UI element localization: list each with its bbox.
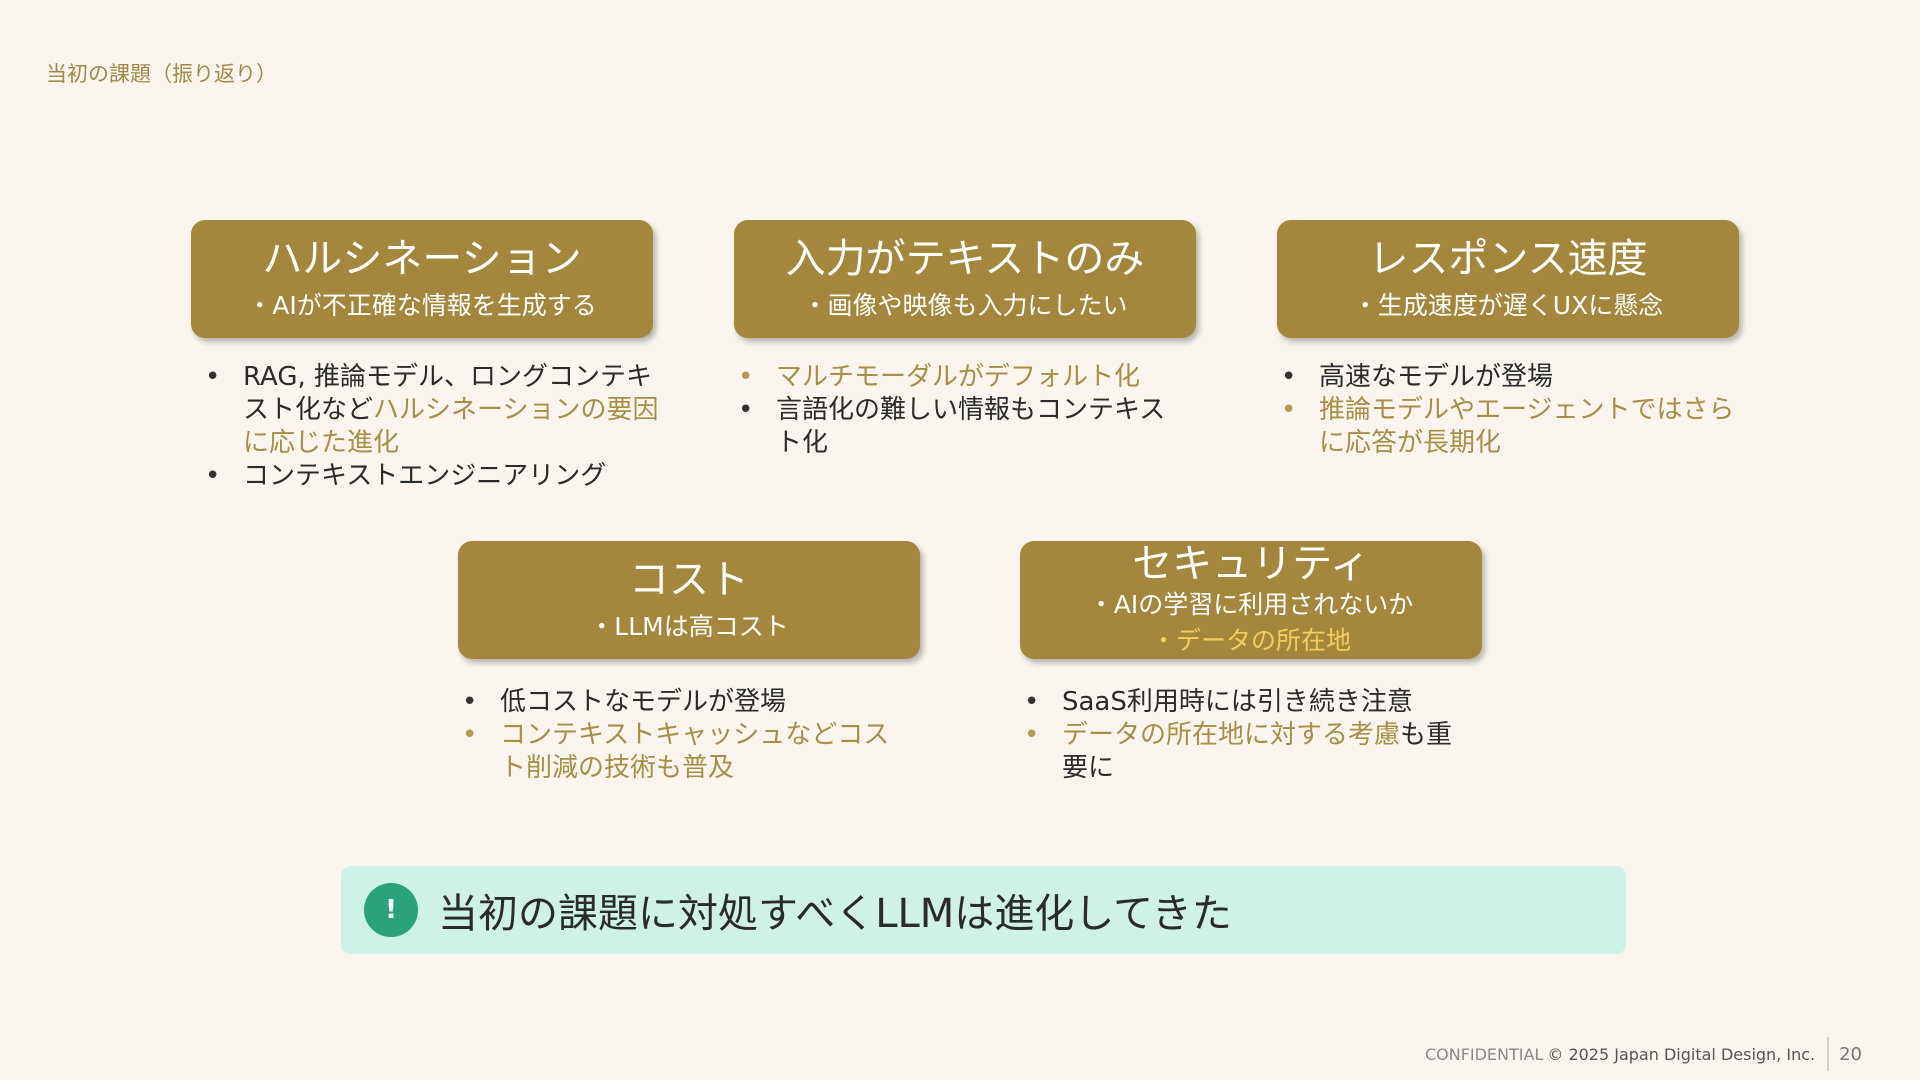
card-title: ハルシネーション [262,236,582,282]
footer: CONFIDENTIAL © 2025 Japan Digital Design… [1425,1034,1862,1074]
list-item: 低コストなモデルが登場 [462,686,902,719]
card-subtitle: ・AIの学習に利用されないか [1088,590,1414,619]
bullet-text-highlight: コンテキストキャッシュなどコスト削減の技術も普及 [500,720,890,783]
card-title: コスト [629,557,749,603]
list-item: 推論モデルやエージェントではさらに応答が長期化 [1281,394,1741,460]
bullet-list-response-speed: 高速なモデルが登場 推論モデルやエージェントではさらに応答が長期化 [1281,361,1741,460]
card-hallucination: ハルシネーション ・AIが不正確な情報を生成する [191,220,653,338]
card-text-only-input: 入力がテキストのみ ・画像や映像も入力にしたい [734,220,1196,338]
card-subtitle-highlight: ・データの所在地 [1150,626,1351,655]
bullet-list-text-only-input: マルチモーダルがデフォルト化 言語化の難しい情報もコンテキスト化 [738,361,1178,460]
bullet-text: 低コストなモデルが登場 [500,687,787,717]
card-security: セキュリティ ・AIの学習に利用されないか ・データの所在地 [1020,541,1482,659]
bullet-text: も重要に [1062,720,1453,783]
card-cost: コスト ・LLMは高コスト [458,541,920,659]
list-item: データの所在地に対する考慮も重要に [1024,719,1464,785]
list-item: 高速なモデルが登場 [1281,361,1741,394]
exclamation-icon: ! [364,883,418,937]
callout-text: 当初の課題に対処すべくLLMは進化してきた [438,891,1232,937]
card-title: セキュリティ [1132,541,1370,587]
list-item: マルチモーダルがデフォルト化 [738,361,1178,394]
bullet-text: コンテキストエンジニアリング [243,461,607,491]
list-item: RAG, 推論モデル、ロングコンテキスト化などハルシネーションの要因に応じた進化 [205,361,665,460]
bullet-text-highlight: ハルシネーションの要因に応じた進化 [243,395,659,458]
card-response-speed: レスポンス速度 ・生成速度が遅くUXに懸念 [1277,220,1739,338]
bullet-text-highlight: データの所在地に対する考慮 [1062,720,1401,750]
list-item: コンテキストエンジニアリング [205,460,665,493]
bullet-text-highlight: 推論モデルやエージェントではさらに応答が長期化 [1319,395,1735,458]
confidential-label: CONFIDENTIAL [1424,1044,1544,1064]
bullet-text: 高速なモデルが登場 [1319,362,1554,392]
bullet-text: 言語化の難しい情報もコンテキスト化 [776,395,1166,458]
card-subtitle: ・生成速度が遅くUXに懸念 [1352,291,1664,320]
page-number: 20 [1839,1043,1862,1065]
conclusion-callout: ! 当初の課題に対処すべくLLMは進化してきた [341,866,1626,954]
list-item: コンテキストキャッシュなどコスト削減の技術も普及 [462,719,902,785]
list-item: SaaS利用時には引き続き注意 [1024,686,1464,719]
bullet-text: SaaS利用時には引き続き注意 [1062,687,1413,717]
list-item: 言語化の難しい情報もコンテキスト化 [738,394,1178,460]
footer-divider [1827,1037,1830,1071]
copyright-text: © 2025 Japan Digital Design, Inc. [1547,1044,1816,1064]
card-subtitle: ・画像や映像も入力にしたい [802,291,1128,320]
bullet-list-cost: 低コストなモデルが登場 コンテキストキャッシュなどコスト削減の技術も普及 [462,686,902,785]
bullet-text: RAG, 推論モデル、ロングコンテキスト化など [243,362,653,425]
card-title: 入力がテキストのみ [785,236,1145,282]
card-subtitle: ・AIが不正確な情報を生成する [247,291,597,320]
card-title: レスポンス速度 [1368,236,1648,282]
bullet-list-hallucination: RAG, 推論モデル、ロングコンテキスト化などハルシネーションの要因に応じた進化… [205,361,665,493]
bullet-list-security: SaaS利用時には引き続き注意 データの所在地に対する考慮も重要に [1024,686,1464,785]
card-subtitle: ・LLMは高コスト [589,612,789,641]
page-title: 当初の課題（振り返り） [46,62,277,86]
bullet-text-highlight: マルチモーダルがデフォルト化 [776,362,1141,392]
